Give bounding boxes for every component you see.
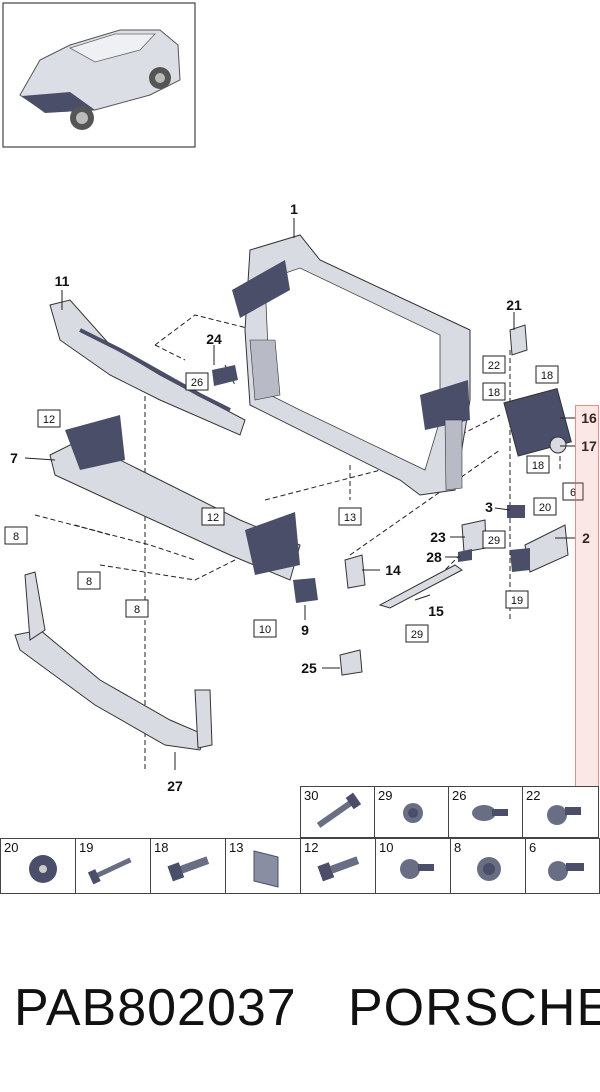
collar-nut-icon (477, 857, 501, 881)
boxed-callout-6: 6 (562, 482, 584, 501)
callout-3: 3 (485, 499, 493, 515)
fastener-cell-26: 26 (448, 786, 523, 838)
boxed-callout-20: 20 (533, 497, 557, 516)
boxed-callout-26: 26 (185, 372, 209, 391)
fastener-cell-22: 22 (522, 786, 599, 838)
svg-text:22: 22 (488, 360, 500, 372)
svg-text:18: 18 (541, 370, 553, 382)
fastener-cell-29: 29 (374, 786, 449, 838)
svg-text:6: 6 (570, 487, 576, 499)
lower-carrier (14, 571, 213, 751)
callout-1: 1 (290, 201, 298, 217)
svg-text:13: 13 (344, 512, 356, 524)
fastener-cell-12: 12 (300, 838, 376, 894)
boxed-callout-10: 10 (253, 619, 277, 638)
front-end-carrier (232, 234, 471, 496)
part-number: PAB802037 (14, 979, 297, 1037)
boxed-callout-8c: 8 (125, 599, 149, 618)
exploded-parts-diagram: 1 2 3 7 9 11 14 15 16 17 21 23 24 25 27 … (2, 2, 597, 794)
bracket-plate-icon (253, 850, 279, 888)
callout-11: 11 (55, 273, 70, 289)
nut-bolt-icon (400, 859, 434, 879)
fastener-cell-8: 8 (450, 838, 526, 894)
brand-name: PORSCHE (348, 979, 600, 1037)
svg-text:8: 8 (134, 604, 140, 616)
svg-text:29: 29 (411, 629, 423, 641)
svg-text:18: 18 (532, 460, 544, 472)
callout-23: 23 (430, 529, 446, 545)
callout-25: 25 (301, 660, 317, 676)
torx-bolt-icon (547, 805, 581, 825)
callout-16: 16 (581, 410, 597, 426)
bolt-icon (316, 792, 362, 828)
boxed-callout-13: 13 (338, 507, 362, 526)
boxed-callout-22: 22 (482, 355, 506, 374)
svg-text:12: 12 (43, 414, 55, 426)
fastener-cell-19: 19 (75, 838, 151, 894)
fastener-cell-30: 30 (300, 786, 375, 838)
bumper-beam (49, 415, 301, 581)
callout-7: 7 (10, 450, 18, 466)
boxed-callout-18a: 18 (482, 382, 506, 401)
svg-text:26: 26 (191, 377, 203, 389)
washer-icon (29, 855, 57, 883)
callout-17: 17 (581, 438, 597, 454)
boxed-callout-19: 19 (505, 590, 529, 609)
svg-text:29: 29 (488, 535, 500, 547)
callout-27: 27 (167, 778, 183, 794)
svg-text:20: 20 (539, 502, 551, 514)
fastener-cell-18: 18 (150, 838, 226, 894)
callout-2: 2 (582, 530, 590, 546)
flange-bolt-icon (403, 803, 423, 823)
highlight-strip (575, 405, 599, 837)
fastener-cell-10: 10 (375, 838, 451, 894)
solid-leaders (24, 218, 575, 770)
callout-24: 24 (206, 331, 222, 347)
fastener-cell-6: 6 (525, 838, 600, 894)
callout-21: 21 (506, 297, 522, 313)
boxed-callout-18c: 18 (526, 455, 550, 474)
fastener-cell-13: 13 (225, 838, 301, 894)
svg-text:8: 8 (86, 576, 92, 588)
svg-text:8: 8 (13, 531, 19, 543)
boxed-callout-12a: 12 (37, 409, 61, 428)
boxed-callout-29b: 29 (405, 624, 429, 643)
vehicle-thumbnail (2, 2, 196, 148)
short-bolt-icon (548, 861, 584, 881)
upper-cross-member (49, 299, 246, 436)
callout-15: 15 (428, 603, 444, 619)
boxed-callout-29a: 29 (482, 530, 506, 549)
hex-bolt-icon (167, 856, 210, 882)
svg-text:18: 18 (488, 387, 500, 399)
boxed-callout-12b: 12 (201, 507, 225, 526)
callout-14: 14 (385, 562, 401, 578)
svg-text:12: 12 (207, 512, 219, 524)
small-parts (212, 324, 572, 676)
callout-28: 28 (426, 549, 442, 565)
flange-screw-icon (317, 856, 360, 882)
boxed-callouts: 12 12 8 8 8 26 13 10 22 18 18 18 20 6 29… (4, 355, 584, 643)
boxed-callout-8b: 8 (77, 571, 101, 590)
footer: PAB802037 PORSCHE (0, 970, 600, 1070)
callout-9: 9 (301, 622, 309, 638)
svg-text:19: 19 (511, 595, 523, 607)
long-bolt-icon (87, 857, 132, 885)
boxed-callout-8a: 8 (4, 526, 28, 545)
callout-labels: 1 2 3 7 9 11 14 15 16 17 21 23 24 25 27 … (10, 201, 597, 794)
svg-text:10: 10 (259, 624, 271, 636)
washer-bolt-icon (472, 805, 508, 821)
fastener-cell-20: 20 (0, 838, 76, 894)
boxed-callout-18b: 18 (535, 365, 559, 384)
